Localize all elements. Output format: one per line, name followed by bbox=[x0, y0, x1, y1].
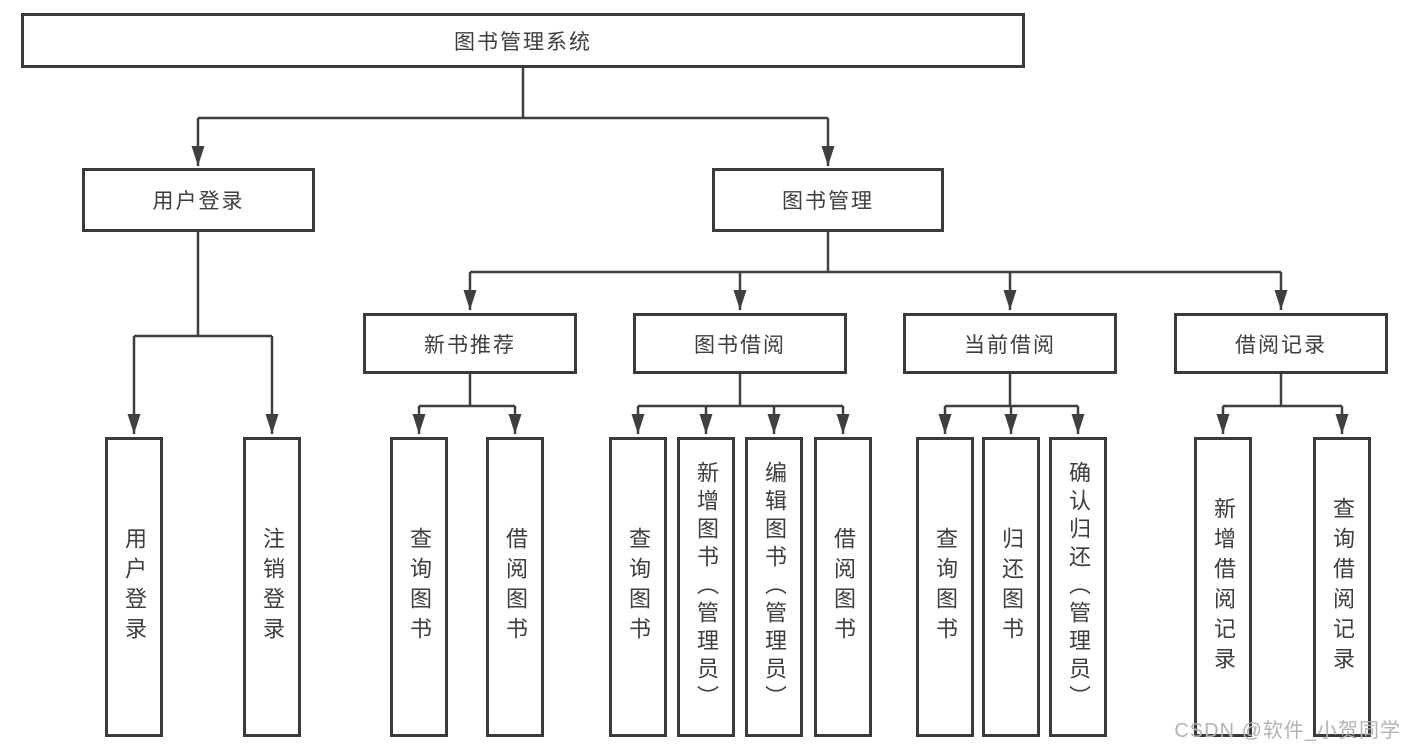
leaf-user-login: 用户登录 bbox=[105, 437, 163, 737]
connector-borrow-records-children bbox=[1216, 374, 1349, 434]
node-user-login: 用户登录 bbox=[82, 168, 315, 232]
leaf-query-books-borrow: 查询图书 bbox=[609, 437, 667, 737]
leaf-confirm-return-admin: 确认归还（管理员） bbox=[1049, 437, 1107, 737]
connector-user-login-children bbox=[127, 232, 279, 434]
node-new-book-recommend: 新书推荐 bbox=[363, 313, 577, 374]
connector-book-borrow-children bbox=[631, 374, 850, 434]
leaf-borrow-books: 借阅图书 bbox=[814, 437, 872, 737]
node-library-management-system: 图书管理系统 bbox=[21, 13, 1025, 68]
leaf-logout: 注销登录 bbox=[243, 437, 301, 737]
leaf-return-book: 归还图书 bbox=[982, 437, 1040, 737]
leaf-query-books-recommend: 查询图书 bbox=[390, 437, 448, 737]
connector-new-book-recommend-children bbox=[412, 374, 522, 434]
node-book-management: 图书管理 bbox=[712, 168, 944, 232]
leaf-add-book-admin: 新增图书（管理员） bbox=[677, 437, 735, 737]
leaf-edit-book-admin: 编辑图书（管理员） bbox=[745, 437, 803, 737]
csdn-watermark: CSDN @软件_小贺同学 bbox=[1174, 720, 1401, 742]
connector-book-management-children bbox=[463, 232, 1288, 310]
leaf-query-books-current: 查询图书 bbox=[916, 437, 974, 737]
leaf-add-borrow-record: 新增借阅记录 bbox=[1194, 437, 1252, 737]
connector-root-to-level2 bbox=[191, 68, 835, 166]
leaf-borrow-books-recommend: 借阅图书 bbox=[486, 437, 544, 737]
leaf-query-borrow-record: 查询借阅记录 bbox=[1313, 437, 1371, 737]
connector-current-borrow-children bbox=[938, 374, 1085, 434]
node-borrow-records: 借阅记录 bbox=[1174, 313, 1388, 374]
node-current-borrow: 当前借阅 bbox=[903, 313, 1117, 374]
node-book-borrow: 图书借阅 bbox=[633, 313, 847, 374]
